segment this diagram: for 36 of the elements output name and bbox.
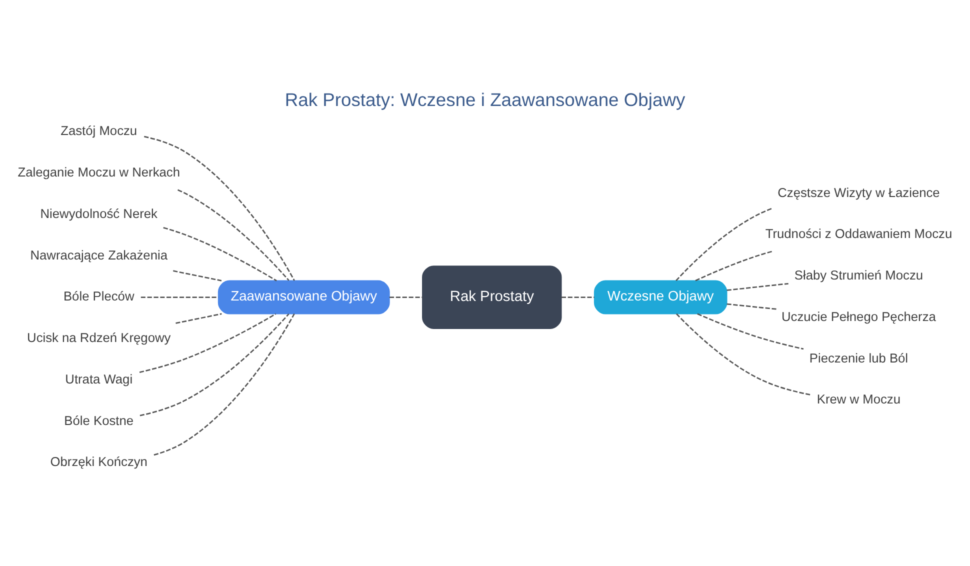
node-text: Częstsze Wizyty w Łazience [778,184,940,200]
node-text: Niewydolność Nerek [40,205,158,220]
connector [177,188,290,280]
connector [140,296,218,298]
node-text: Bóle Pleców [63,288,134,304]
connector [726,282,788,290]
connector [695,250,773,281]
connector [173,270,222,281]
node-text: Zaleganie Moczu w Nerkach [18,164,180,180]
node-text: Krew w Moczu [816,391,901,406]
connector [389,296,422,298]
node-text: Uczucie Pełnego Pęcherza [782,308,936,324]
connector [676,207,773,281]
connector [154,313,295,456]
node-text: Bóle Kostne [64,412,134,428]
diagram-title: Rak Prostaty: Wczesne i Zaawansowane Objawy [284,88,686,110]
connector [140,312,290,416]
connector [163,226,277,281]
connector [697,312,804,350]
node-text: Ucisk na Rdzeń Kręgowy [27,330,171,345]
connector [726,302,776,310]
node-box: Rak Prostaty [422,265,562,328]
node-text: Nawracające Zakażenia [30,246,168,262]
connector [139,312,276,372]
node-box: Wczesne Objawy [594,280,728,314]
connector [561,296,594,298]
connector [144,135,295,280]
node-text: Utrata Wagi [65,370,133,386]
node-text: Zastój Moczu [60,122,138,138]
node-text: Słaby Strumień Moczu [794,267,924,282]
node-box: Zaawansowane Objawy [218,280,390,314]
connector [176,312,222,324]
node-text: Pieczenie lub Ból [809,350,908,365]
node-text: Trudności z Oddawaniem Moczu [765,226,952,241]
connector [676,312,810,395]
node-text: Obrzęki Kończyn [50,454,148,469]
